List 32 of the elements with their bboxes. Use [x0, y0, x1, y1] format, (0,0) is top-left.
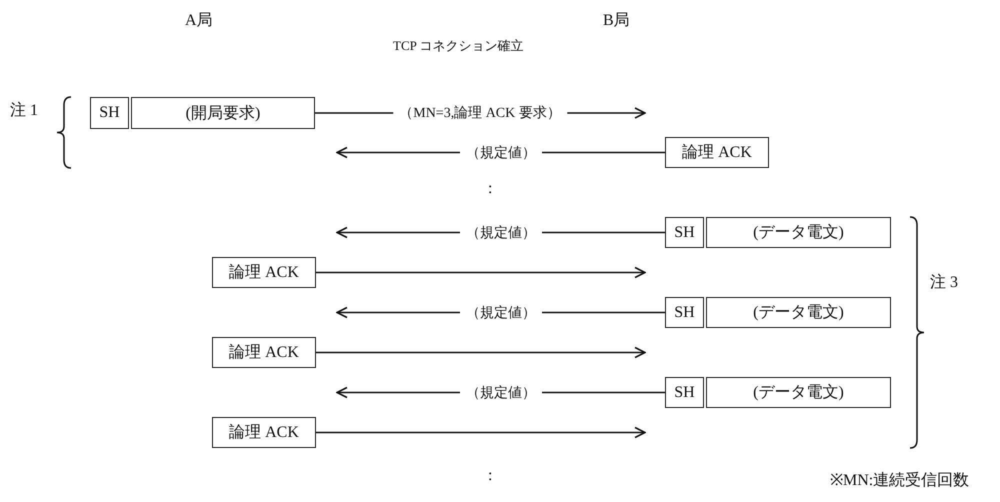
- edge-label: （規定値）: [460, 384, 542, 402]
- message-frame: [665, 297, 891, 328]
- heading: TCP コネクション確立: [393, 37, 524, 55]
- message-frame: [665, 217, 891, 248]
- note-label: 注 1: [10, 100, 38, 121]
- message-field: 論理 ACK: [212, 257, 316, 288]
- station-label: B局: [603, 11, 630, 31]
- body-field: (データ電文): [706, 217, 891, 248]
- arrow: [316, 266, 646, 278]
- header-field: SH: [665, 377, 704, 408]
- message-field: 論理 ACK: [665, 137, 769, 168]
- message-field: 論理 ACK: [212, 417, 316, 448]
- station-label: A局: [185, 11, 213, 31]
- body-field: (開局要求): [131, 97, 315, 129]
- arrow: [316, 426, 646, 438]
- body-field: (データ電文): [706, 377, 891, 408]
- footnote: ※MN:連続受信回数: [830, 470, 970, 491]
- continuation-mark: :: [488, 180, 492, 198]
- header-field: SH: [665, 297, 704, 328]
- header-field: SH: [665, 217, 704, 248]
- edge-label: （規定値）: [460, 144, 542, 162]
- edge-label: （MN=3,論理 ACK 要求）: [393, 104, 567, 122]
- arrow: [316, 346, 646, 358]
- edge-label: （規定値）: [460, 304, 542, 322]
- message-frame: [665, 377, 891, 408]
- header-field: SH: [90, 97, 129, 129]
- edge-label: （規定値）: [460, 224, 542, 242]
- note-label: 注 3: [930, 272, 958, 293]
- message-frame: [90, 97, 315, 129]
- continuation-mark: :: [488, 467, 492, 485]
- message-field: 論理 ACK: [212, 337, 316, 368]
- body-field: (データ電文): [706, 297, 891, 328]
